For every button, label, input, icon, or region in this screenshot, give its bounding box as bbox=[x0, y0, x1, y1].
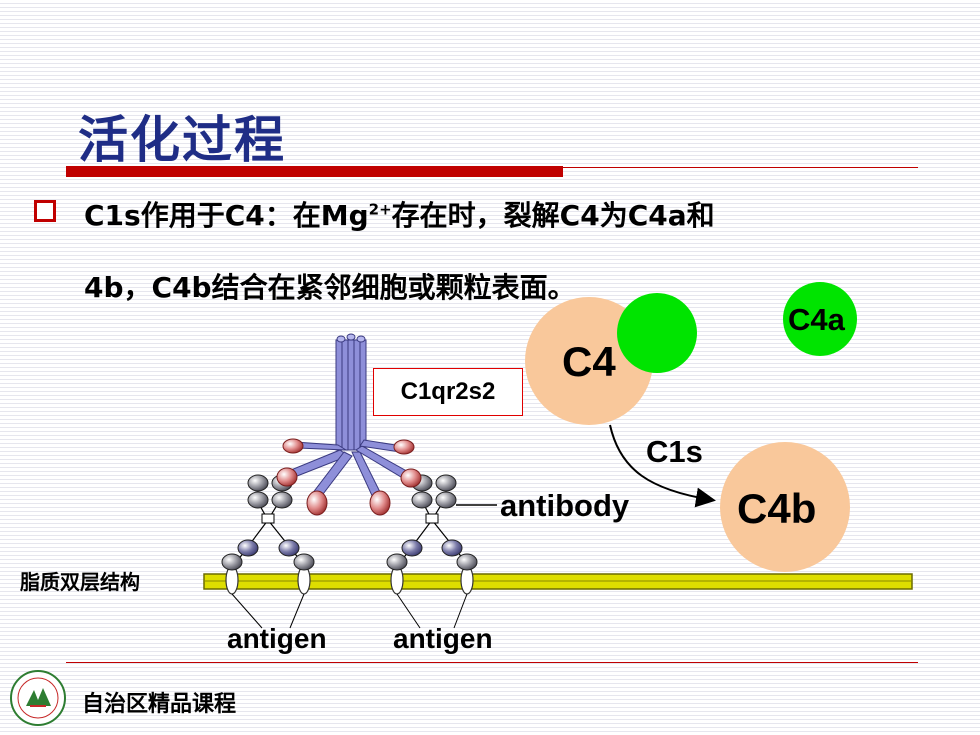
page-title: 活化过程 bbox=[78, 111, 286, 169]
c4a-label: C4a bbox=[788, 302, 845, 337]
footer-rule bbox=[66, 662, 918, 663]
bullet-text-part: 存在时，裂解C4为C4a和 bbox=[391, 199, 715, 232]
c4-label: C4 bbox=[562, 338, 616, 385]
c1-complex bbox=[276, 333, 422, 516]
c4b-fragment bbox=[720, 442, 850, 572]
antibody-left bbox=[221, 474, 315, 571]
title-underline-bar bbox=[66, 166, 563, 177]
c1qr2s2-label-box: C1qr2s2 bbox=[373, 368, 523, 416]
bullet-square-icon bbox=[34, 200, 56, 222]
antigen-label-left: antigen bbox=[227, 623, 327, 654]
bullet-text-line-2: 4b，C4b结合在紧邻细胞或颗粒表面。 bbox=[84, 271, 576, 304]
bullet-text-part: C1s作用于C4：在Mg bbox=[84, 199, 369, 232]
antibody-right bbox=[386, 474, 478, 571]
university-seal-icon bbox=[10, 670, 66, 726]
c4a-fragment bbox=[783, 282, 857, 356]
superscript-charge: 2+ bbox=[368, 200, 392, 219]
antigen-label-right: antigen bbox=[393, 623, 493, 654]
antibody-label: antibody bbox=[500, 488, 630, 523]
c1s-label: C1s bbox=[646, 434, 703, 469]
c4-molecule bbox=[525, 293, 697, 425]
footer-course-label: 自治区精品课程 bbox=[82, 692, 237, 717]
antigen-pointer-lines bbox=[231, 593, 468, 629]
c1s-cleavage-arrow bbox=[609, 424, 716, 508]
bullet-text-line-1: C1s作用于C4：在Mg2+存在时，裂解C4为C4a和 bbox=[84, 194, 715, 234]
lipid-bilayer-membrane bbox=[203, 573, 913, 590]
title-underline-rule bbox=[563, 167, 918, 168]
c4b-label: C4b bbox=[737, 485, 817, 532]
lipid-bilayer-label: 脂质双层结构 bbox=[20, 570, 140, 594]
